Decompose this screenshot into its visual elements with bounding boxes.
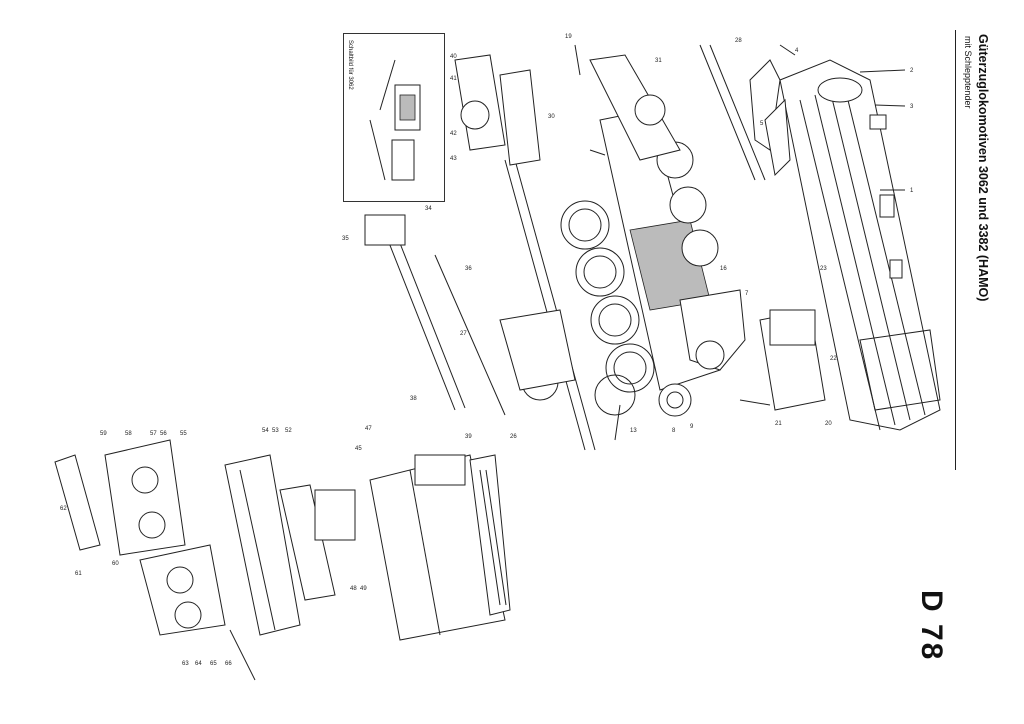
part-number: 7 <box>745 291 749 297</box>
part-number: 31 <box>655 58 662 64</box>
part-number: 43 <box>450 156 457 162</box>
part-number: 34 <box>425 206 432 212</box>
part-number: 42 <box>450 131 457 137</box>
tender-chassis-drawing <box>224 454 356 636</box>
part-number: 5 <box>760 121 764 127</box>
part-number: 59 <box>100 431 107 437</box>
part-number: 53 <box>272 428 279 434</box>
tender-bogies-drawing <box>54 439 256 681</box>
part-number: 20 <box>825 421 832 427</box>
part-number: 57 <box>150 431 157 437</box>
part-number: 65 <box>210 661 217 667</box>
part-number: 4 <box>795 48 799 54</box>
part-number: 41 <box>450 76 457 82</box>
part-number: 62 <box>60 506 67 512</box>
part-number: 35 <box>342 236 349 242</box>
part-number: 39 <box>465 434 472 440</box>
cab-parts-drawing <box>749 59 791 177</box>
wiring-inset-box <box>343 33 445 202</box>
part-number: 22 <box>830 356 837 362</box>
part-number: 9 <box>690 424 694 430</box>
part-number: 3 <box>910 104 914 110</box>
part-number: 64 <box>195 661 202 667</box>
part-number: 61 <box>75 571 82 577</box>
tender-body-drawing <box>369 454 511 641</box>
part-number: 21 <box>775 421 782 427</box>
pony-truck-drawing <box>454 54 681 391</box>
loco-body-drawing <box>779 59 941 431</box>
part-number: 36 <box>465 266 472 272</box>
part-number: 66 <box>225 661 232 667</box>
part-number: 16 <box>720 266 727 272</box>
part-number: 13 <box>630 428 637 434</box>
part-number: 56 <box>160 431 167 437</box>
part-number: 23 <box>820 266 827 272</box>
part-number: 27 <box>460 331 467 337</box>
part-number: 47 <box>365 426 372 432</box>
side-rods-drawing <box>364 44 766 451</box>
part-number: 26 <box>510 434 517 440</box>
gears-motor-drawing <box>658 309 826 417</box>
part-number: 38 <box>410 396 417 402</box>
part-number: 48 <box>350 586 357 592</box>
wiring-diagram-drawing <box>369 59 421 181</box>
leader-lines <box>574 44 906 441</box>
part-number: 19 <box>565 34 572 40</box>
part-number: 55 <box>180 431 187 437</box>
part-number-labels: 2 3 1 4 5 7 8 9 13 16 23 22 20 21 28 19 … <box>60 34 914 667</box>
part-number: 58 <box>125 431 132 437</box>
part-number: 40 <box>450 54 457 60</box>
part-number: 63 <box>182 661 189 667</box>
part-number: 52 <box>285 428 292 434</box>
part-number: 8 <box>672 428 676 434</box>
part-number: 2 <box>910 68 914 74</box>
part-number: 49 <box>360 586 367 592</box>
part-number: 54 <box>262 428 269 434</box>
part-number: 30 <box>548 114 555 120</box>
title-rule <box>955 30 956 470</box>
part-number: 28 <box>735 38 742 44</box>
part-number: 1 <box>910 188 914 194</box>
part-number: 45 <box>355 446 362 452</box>
part-number: 60 <box>112 561 119 567</box>
